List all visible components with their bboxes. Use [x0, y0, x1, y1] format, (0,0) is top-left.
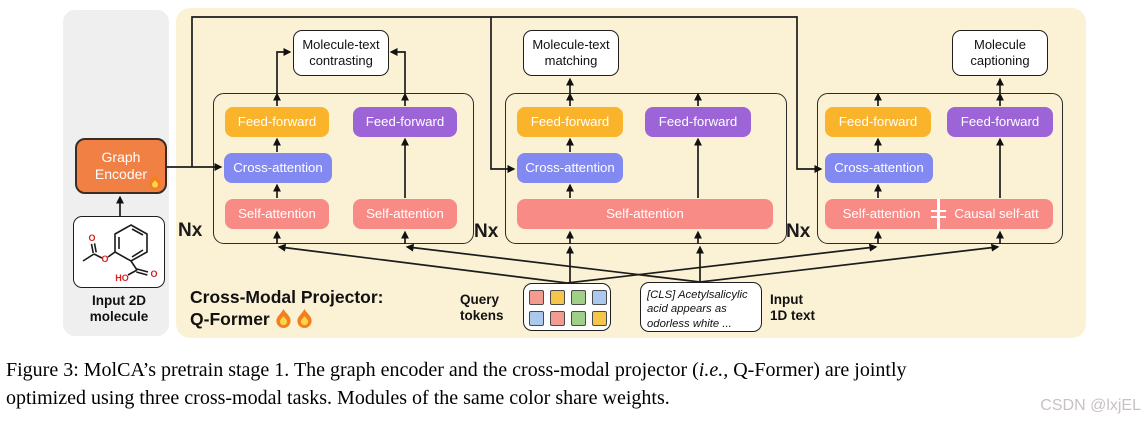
feed-forward-box: Feed-forward	[225, 107, 329, 137]
feed-forward-box: Feed-forward	[825, 107, 931, 137]
causal-self-att-label: Causal self-att	[954, 206, 1039, 221]
input-2d-molecule-label: Input 2D molecule	[89, 293, 149, 325]
feed-forward-box: Feed-forward	[353, 107, 457, 137]
graph-encoder-label: Graph	[101, 149, 141, 166]
feed-forward-box: Feed-forward	[517, 107, 623, 137]
fire-icon	[275, 308, 291, 328]
query-token	[550, 311, 565, 326]
graph-encoder-box: Graph Encoder	[75, 138, 167, 194]
switch-tick	[931, 216, 946, 218]
cross-attention-box: Cross-attention	[825, 153, 933, 183]
caption-line-1: Figure 3: MolCA’s pretrain stage 1. The …	[6, 359, 907, 381]
switch-divider	[937, 199, 940, 229]
feed-forward-box: Feed-forward	[947, 107, 1053, 137]
nx-label: Nx	[474, 221, 499, 242]
nx-label: Nx	[178, 220, 203, 241]
query-token	[550, 290, 565, 305]
aspirin-molecule-drawing: O O O HO	[82, 224, 158, 283]
feed-forward-box: Feed-forward	[645, 107, 751, 137]
query-token	[571, 290, 586, 305]
task-molecule-text-matching: Molecule-text matching	[523, 30, 619, 76]
query-token	[592, 311, 607, 326]
switch-tick	[931, 210, 946, 212]
query-tokens-box	[523, 283, 611, 331]
input-text-box: [CLS] Acetylsalicylic acid appears as od…	[640, 282, 762, 332]
fire-icon	[297, 308, 313, 328]
atom-label: O	[150, 269, 157, 279]
watermark: CSDN @lxjEL	[1040, 397, 1141, 414]
figure-caption: Figure 3: MolCA’s pretrain stage 1. The …	[6, 356, 1145, 412]
nx-label: Nx	[786, 221, 811, 242]
self-attention-wide-box: Self-attention	[517, 199, 773, 229]
graph-encoder-label: Encoder	[94, 166, 148, 182]
input-1d-text-label: Input 1D text	[770, 292, 816, 324]
atom-label: O	[101, 254, 108, 264]
task-molecule-text-contrasting: Molecule-text contrasting	[293, 30, 389, 76]
cross-attention-box: Cross-attention	[517, 153, 623, 183]
self-attention-label: Self-attention	[842, 206, 921, 221]
molecule-2d-structure-box: O O O HO	[73, 216, 165, 288]
cross-modal-projector-title: Cross-Modal Projector: Q-Former	[190, 287, 384, 329]
query-token	[529, 311, 544, 326]
query-tokens-label: Query tokens	[460, 292, 504, 324]
self-attention-box: Self-attention	[225, 199, 329, 229]
self-attention-box: Self-attention	[353, 199, 457, 229]
query-token	[571, 311, 586, 326]
fire-icon	[149, 174, 161, 190]
cross-attention-box: Cross-attention	[224, 153, 332, 183]
query-token	[592, 290, 607, 305]
atom-label: O	[88, 233, 95, 243]
caption-line-2: optimized using three cross-modal tasks.…	[6, 387, 670, 409]
self-attention-causal-box: Self-attention Causal self-att	[825, 199, 1053, 229]
task-molecule-captioning: Molecule captioning	[952, 30, 1048, 76]
query-token	[529, 290, 544, 305]
atom-label: HO	[115, 273, 129, 283]
